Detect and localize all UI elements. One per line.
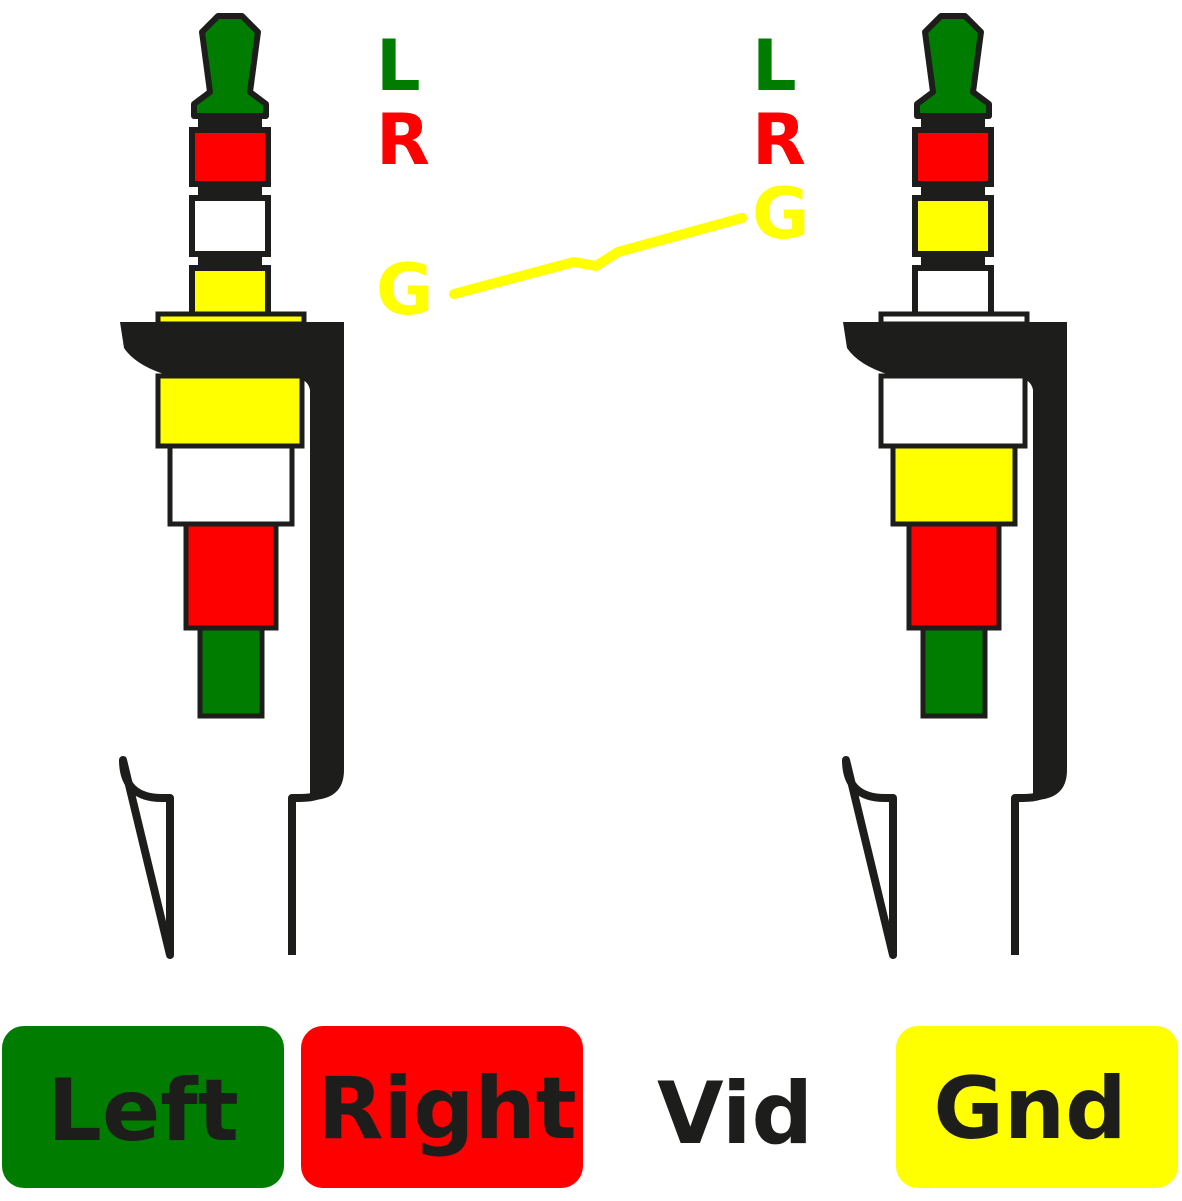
plug-left-label-l: L xyxy=(376,25,421,107)
plug-left-label-g: G xyxy=(376,249,433,331)
plug-right-insulator-3 xyxy=(921,254,985,268)
plug-left-insulator-3 xyxy=(198,254,262,268)
plug-right-tip xyxy=(914,13,992,119)
plug-left xyxy=(119,13,344,959)
plug-right-insulator-2 xyxy=(921,184,985,198)
plug-left-contact-left xyxy=(197,625,265,719)
plug-right-contact-ground xyxy=(890,443,1018,527)
plug-left-body-shadow xyxy=(120,322,344,800)
plug-right-contact-right xyxy=(906,521,1002,631)
plug-right-label-l: L xyxy=(752,25,797,107)
plug-left-ring-1 xyxy=(189,127,271,187)
plug-right-contact-sleeve xyxy=(878,373,1028,449)
plug-right-ring-2 xyxy=(912,195,994,257)
plug-right xyxy=(842,13,1067,959)
legend-label-vid: Vid xyxy=(657,1064,813,1164)
plug-right-label-g: G xyxy=(752,173,809,255)
legend-swatch-left xyxy=(2,1026,284,1188)
plug-right-ring-1 xyxy=(912,127,994,187)
legend-label-left: Left xyxy=(47,1061,239,1161)
plug-left-contact-video xyxy=(167,443,295,527)
plug-left-sleeve xyxy=(189,265,271,323)
plug-right-insulator-1 xyxy=(921,116,985,130)
plug-right-body-shadow xyxy=(843,322,1067,800)
legend-swatch-gnd xyxy=(896,1026,1178,1188)
legend-label-gnd: Gnd xyxy=(933,1059,1126,1159)
plug-left-label-r: R xyxy=(376,99,430,181)
legend-label-right: Right xyxy=(317,1059,577,1159)
ground-connector-line xyxy=(449,213,747,299)
plug-right-label-r: R xyxy=(752,99,806,181)
plug-left-ring-2 xyxy=(189,195,271,257)
plug-left-insulator-1 xyxy=(198,116,262,130)
plug-left-insulator-2 xyxy=(198,184,262,198)
plug-left-contact-sleeve xyxy=(155,373,305,449)
plug-left-contact-right xyxy=(183,521,279,631)
legend: Left Right Vid Gnd xyxy=(2,1026,1178,1188)
plug-left-tip xyxy=(191,13,269,119)
plug-right-contact-left xyxy=(920,625,988,719)
legend-swatch-right xyxy=(301,1026,583,1188)
